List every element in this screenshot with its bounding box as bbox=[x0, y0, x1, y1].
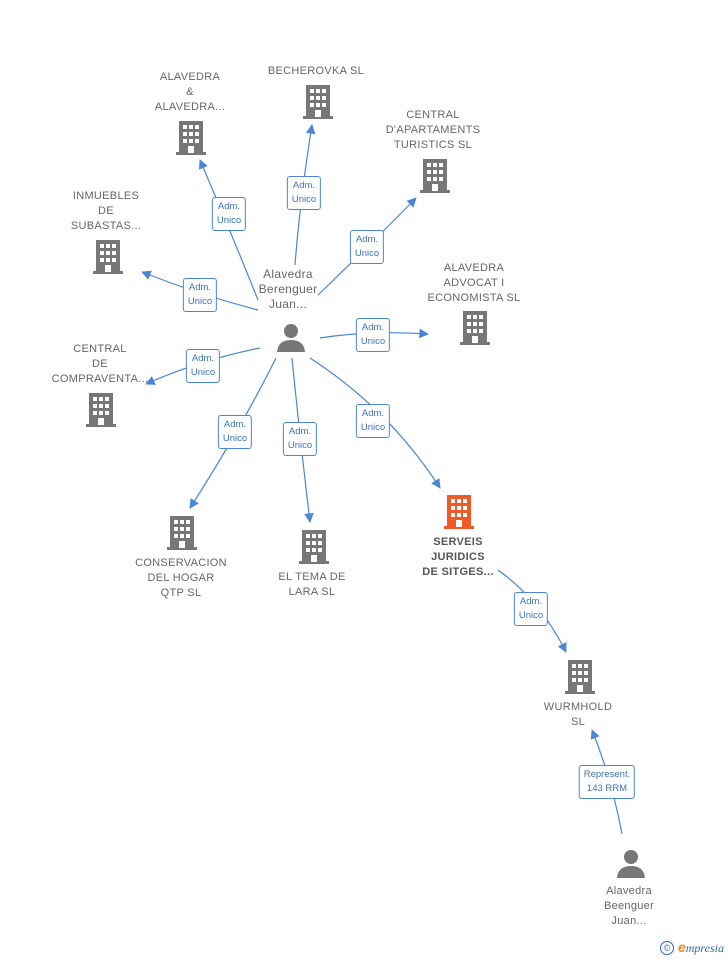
edge-label[interactable]: Adm. Unico bbox=[182, 278, 218, 312]
node-label-inmuebles-subastas[interactable]: INMUEBLES DE SUBASTAS... bbox=[70, 190, 142, 232]
node-label-el-tema-de-lara[interactable]: EL TEMA DE LARA SL bbox=[278, 571, 346, 598]
node-label-person-2[interactable]: Alavedra Beenguer Juan... bbox=[603, 885, 655, 927]
building-icon[interactable] bbox=[176, 121, 206, 155]
building-icon[interactable] bbox=[167, 516, 197, 550]
edge-label[interactable]: Adm. Unico bbox=[286, 176, 322, 210]
node-label-central-apartaments[interactable]: CENTRAL D'APARTAMENTS TURISTICS SL bbox=[385, 109, 481, 151]
building-icon[interactable] bbox=[299, 530, 329, 564]
person-icon[interactable] bbox=[276, 322, 306, 352]
brand-logo-initial: e bbox=[677, 939, 686, 955]
brand-logo-text: mpresia bbox=[685, 941, 724, 955]
node-label-conservacion-hogar[interactable]: CONSERVACION DEL HOGAR QTP SL bbox=[135, 557, 227, 599]
building-icon[interactable] bbox=[460, 311, 490, 345]
edge-label[interactable]: Adm. Unico bbox=[349, 230, 385, 264]
edge-label[interactable]: Adm. Unico bbox=[355, 318, 391, 352]
edge-label[interactable]: Adm. Unico bbox=[513, 592, 549, 626]
building-icon[interactable] bbox=[303, 85, 333, 119]
edge-label[interactable]: Adm. Unico bbox=[185, 349, 221, 383]
edge-label[interactable]: Adm. Unico bbox=[217, 415, 253, 449]
person-icon[interactable] bbox=[616, 848, 646, 878]
edge-label[interactable]: Adm. Unico bbox=[211, 197, 247, 231]
building-icon[interactable] bbox=[420, 159, 450, 193]
node-label-serveis-juridics[interactable]: SERVEIS JURIDICS DE SITGES... bbox=[422, 536, 494, 578]
building-icon[interactable] bbox=[565, 660, 595, 694]
node-label-wurmhold[interactable]: WURMHOLD SL bbox=[543, 701, 613, 728]
building-icon[interactable] bbox=[93, 240, 123, 274]
edge-label[interactable]: Adm. Unico bbox=[355, 404, 391, 438]
copyright-icon: © bbox=[659, 940, 674, 955]
node-label-person-main[interactable]: Alavedra Berenguer Juan... bbox=[258, 267, 318, 311]
footer-brand[interactable]: © empresia bbox=[659, 939, 724, 956]
building-focus-icon[interactable] bbox=[444, 495, 474, 529]
edge-label[interactable]: Adm. Unico bbox=[282, 422, 318, 456]
node-label-central-compraventa[interactable]: CENTRAL DE COMPRAVENTA... bbox=[51, 343, 149, 385]
building-icon[interactable] bbox=[86, 393, 116, 427]
node-label-alavedra-alavedra[interactable]: ALAVEDRA & ALAVEDRA... bbox=[154, 71, 226, 113]
edge-label[interactable]: Represent. 143 RRM bbox=[578, 765, 636, 799]
node-label-becherovka[interactable]: BECHEROVKA SL bbox=[267, 65, 365, 77]
node-label-alavedra-advocat[interactable]: ALAVEDRA ADVOCAT I ECONOMISTA SL bbox=[427, 262, 521, 304]
